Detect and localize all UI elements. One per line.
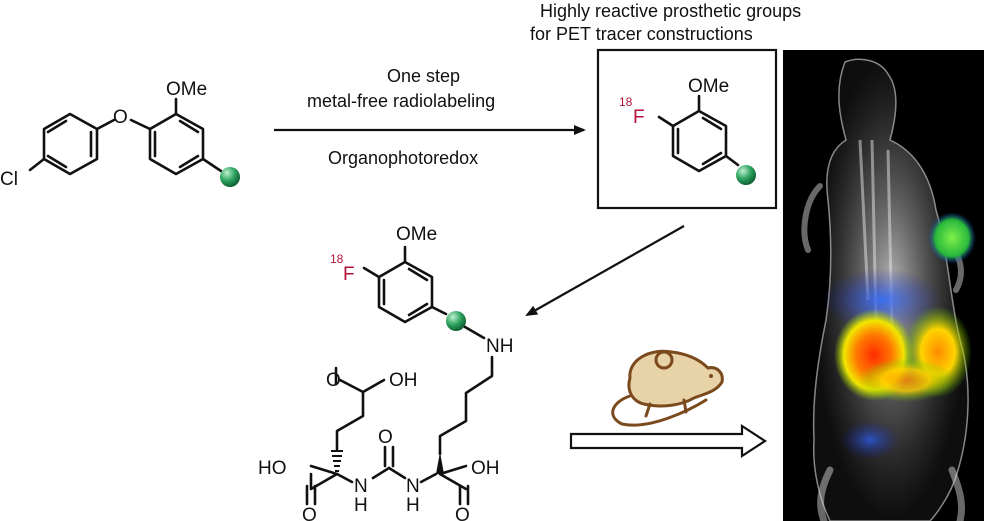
psma-conjugate: OMe 18 F NH OH O N H O N H HO [258,224,513,521]
reaction-arrow-group: One step metal-free radiolabeling Organo… [274,66,586,168]
tag-sphere-icon [220,167,240,187]
urea-carbonyl-o-label: O [378,427,393,448]
reaction-condition-line-1: One step [387,66,460,86]
reaction-catalyst-label: Organophotoredox [328,148,478,168]
glutamate-chain [335,378,365,451]
conjugate-tag-sphere-icon [446,311,466,331]
header-line-2: for PET tracer constructions [530,24,753,44]
urea-n-left-label: N [354,476,368,497]
urea-h-left-label: H [354,495,368,516]
glutamate-carbonyl-o-label: O [302,505,317,521]
glutamate-side-oh-label: OH [389,370,418,391]
starting-material: Cl O OMe [0,79,240,190]
conjugate-methoxy-label: OMe [396,224,437,245]
product-fluorine-label: F [633,107,645,128]
conjugation-arrow [525,225,685,316]
conjugate-ring [377,260,434,324]
hollow-arrow [569,423,768,459]
hashed-stereo-bond [331,450,343,472]
chlorine-label: Cl [0,169,18,190]
lysine-chain [438,355,494,454]
product-isotope-label: 18 [619,95,633,109]
lysine-carbonyl-o-label: O [455,505,470,521]
methoxyphenyl-ring [148,112,205,176]
conjugate-fluorine-label: F [343,264,355,285]
glutamate-side-carbonyl-o-label: O [326,370,341,391]
prosthetic-group-box: OMe 18 F [596,48,778,210]
product-frame [596,48,778,210]
chlorophenyl-ring [42,112,99,176]
pet-scan-image [783,50,984,521]
urea-h-right-label: H [406,495,420,516]
methoxy-label: OMe [166,79,207,100]
product-methoxy-label: OMe [688,76,729,97]
header-line-1: Highly reactive prosthetic groups [540,1,801,21]
urea-n-right-label: N [406,476,420,497]
amine-nh-label: NH [486,336,513,357]
reaction-condition-line-2: metal-free radiolabeling [307,91,495,111]
product-tag-sphere-icon [736,165,756,185]
rat-icon [611,349,724,427]
product-ring [671,109,728,173]
conjugate-isotope-label: 18 [330,252,344,266]
lysine-oh-label: OH [471,458,500,479]
glutamate-ho-label: HO [258,458,287,479]
ether-oxygen-label: O [113,107,128,128]
